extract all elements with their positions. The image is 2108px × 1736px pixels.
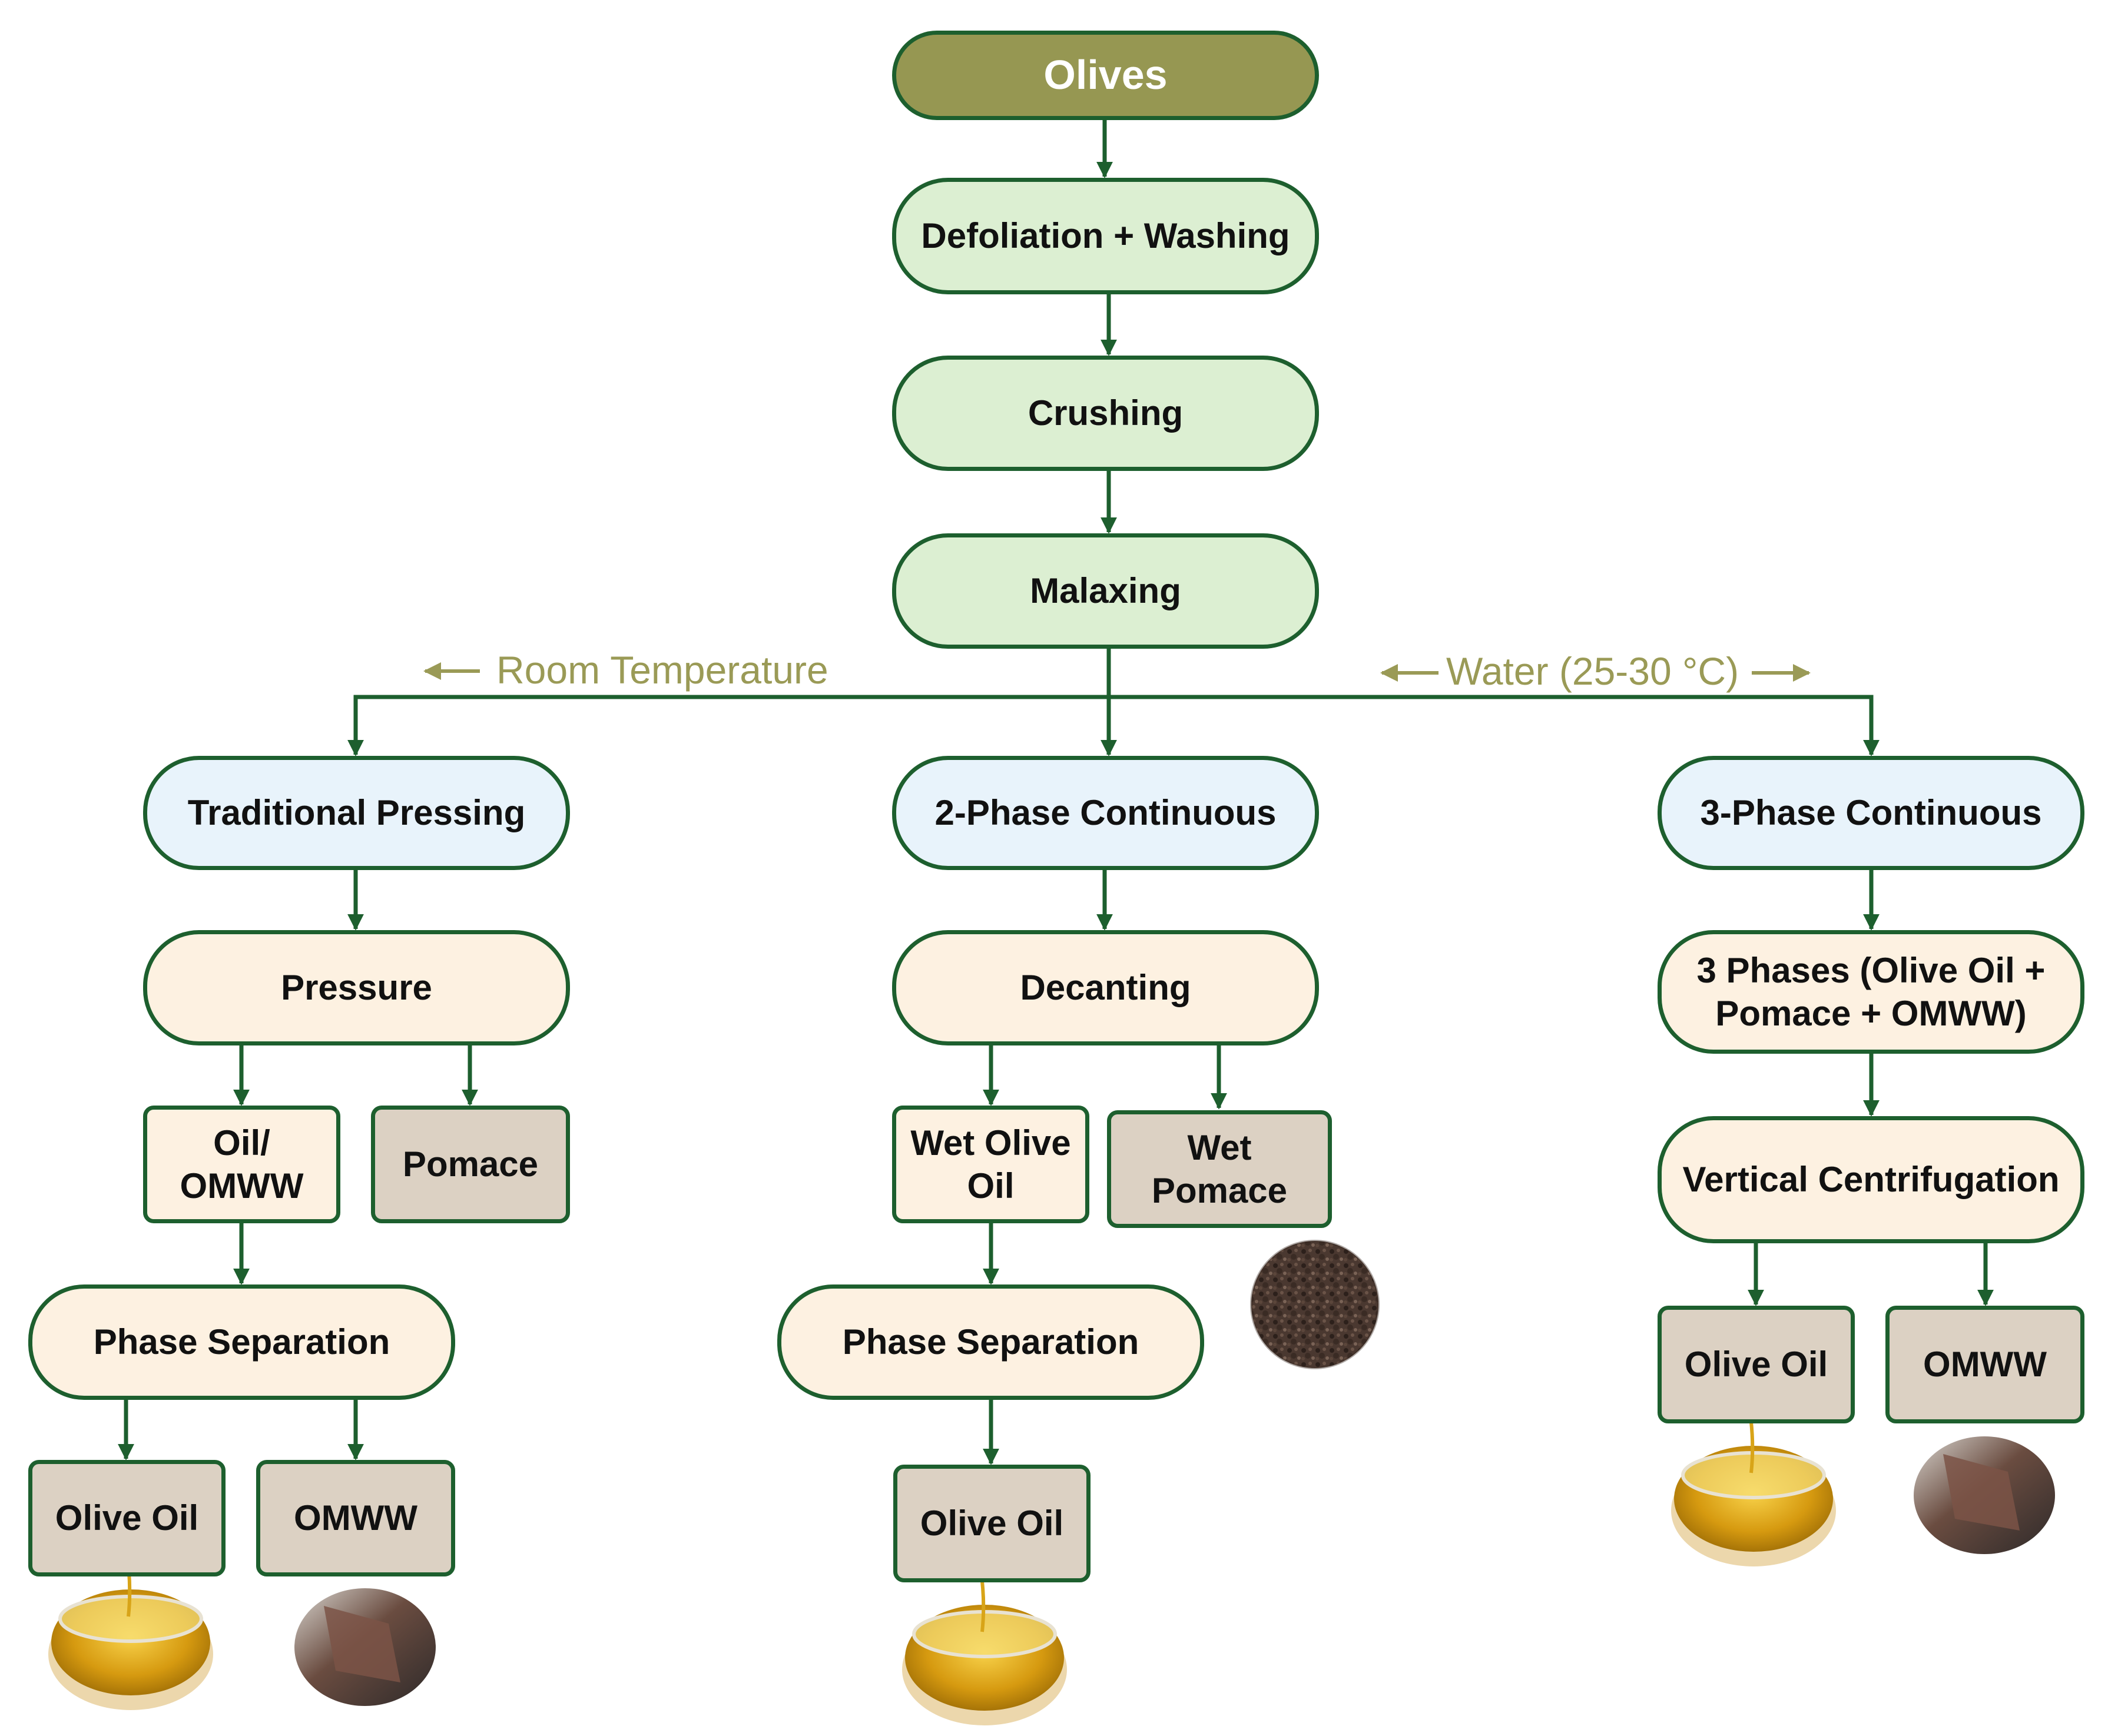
node-phase-separation-left: Phase Separation: [28, 1284, 455, 1400]
node-omww-right: OMWW: [1885, 1306, 2084, 1423]
node-olives: Olives: [892, 31, 1319, 120]
wet-pomace-picture: [1250, 1240, 1380, 1369]
oil-omww-line-1: Oil/: [213, 1123, 270, 1163]
oil-bowl-right: [1671, 1404, 1836, 1566]
wet-pomace-line-1: Wet: [1187, 1127, 1252, 1167]
node-olive-oil-middle: Olive Oil: [893, 1465, 1091, 1582]
oil-bowl-middle: [902, 1563, 1067, 1725]
node-defoliation-washing: Defoliation + Washing: [892, 178, 1319, 294]
oil-bowl-left: [48, 1548, 213, 1710]
node-wet-pomace: Wet Pomace: [1107, 1110, 1332, 1228]
node-decanting: Decanting: [892, 930, 1319, 1045]
branch-line: [353, 695, 1874, 755]
wet-olive-oil-line-1: Wet Olive: [910, 1123, 1071, 1163]
node-oil-omww: Oil/ OMWW: [143, 1106, 340, 1223]
node-phase-separation-middle: Phase Separation: [777, 1284, 1204, 1400]
node-pressure: Pressure: [143, 930, 570, 1045]
omww-picture-right: [1914, 1436, 2055, 1554]
node-vertical-centrifugation: Vertical Centrifugation: [1658, 1116, 2084, 1243]
wet-pomace-line-2: Pomace: [1151, 1171, 1288, 1210]
room-temperature-label: Room Temperature: [496, 648, 828, 692]
three-phases-line-1: 3 Phases (Olive Oil +: [1696, 950, 2046, 990]
water-temperature-label: Water (25-30 °C): [1446, 649, 1739, 693]
wet-olive-oil-line-2: Oil: [967, 1166, 1015, 1206]
node-pomace: Pomace: [371, 1106, 570, 1223]
omww-picture-left: [294, 1588, 436, 1706]
node-olive-oil-left: Olive Oil: [28, 1460, 226, 1576]
three-phases-line-2: Pomace + OMWW): [1715, 994, 2027, 1033]
node-crushing: Crushing: [892, 356, 1319, 471]
node-wet-olive-oil: Wet Olive Oil: [892, 1106, 1089, 1223]
oil-omww-line-2: OMWW: [180, 1166, 304, 1206]
node-malaxing: Malaxing: [892, 533, 1319, 649]
node-three-phase-continuous: 3-Phase Continuous: [1658, 756, 2084, 870]
node-omww-left: OMWW: [256, 1460, 455, 1576]
node-two-phase-continuous: 2-Phase Continuous: [892, 756, 1319, 870]
node-traditional-pressing: Traditional Pressing: [143, 756, 570, 870]
node-olive-oil-right: Olive Oil: [1658, 1306, 1855, 1423]
node-three-phases: 3 Phases (Olive Oil + Pomace + OMWW): [1658, 930, 2084, 1054]
